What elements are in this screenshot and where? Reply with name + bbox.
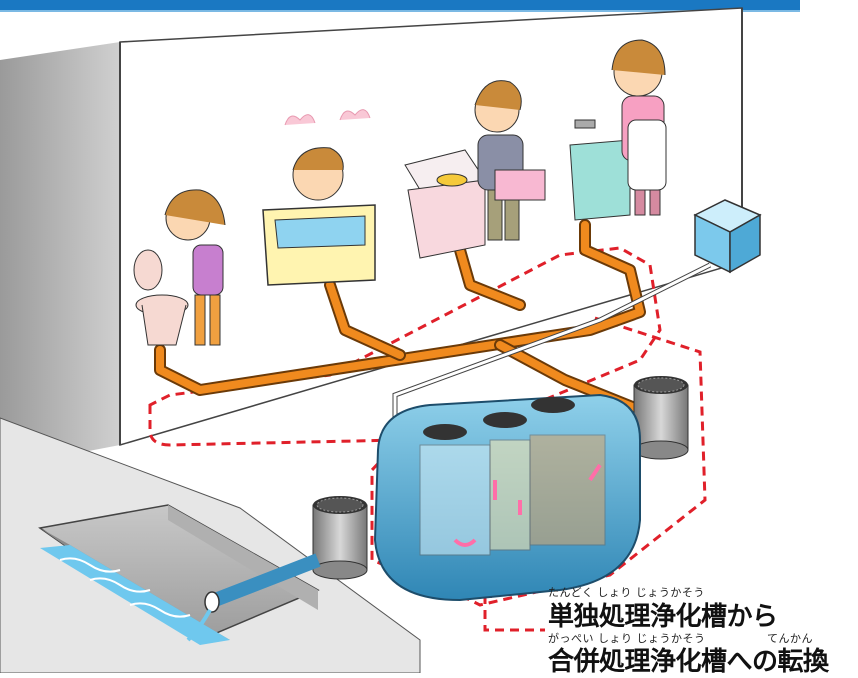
caption-line1-ruby: たんどく しょり じょうかそう xyxy=(548,586,705,599)
caption-line2: 合併処理浄化槽への転換 xyxy=(548,647,829,677)
person-man-laundry xyxy=(474,80,546,241)
dashed-boundary-new-system xyxy=(370,316,707,607)
person-woman-kitchen xyxy=(611,39,667,216)
header-bar xyxy=(0,0,800,10)
caption-line2-ruby: がっぺい しょり じょうかそう てんかん xyxy=(548,632,813,645)
kitchen-sink xyxy=(569,119,631,221)
person-girl-toilet xyxy=(164,189,226,346)
bathtub xyxy=(262,204,376,286)
dashed-arrow-line xyxy=(483,595,545,632)
drain-pipes xyxy=(154,219,656,441)
ditch-water xyxy=(40,545,230,645)
washing-machine xyxy=(404,149,486,259)
inspection-drum-left xyxy=(312,496,368,580)
dashed-boundary-old-system xyxy=(148,246,662,447)
outlet-pipe xyxy=(212,553,321,607)
person-bathing xyxy=(284,109,371,201)
inspection-drum-right xyxy=(633,376,689,460)
toilet xyxy=(133,249,189,346)
blower-box xyxy=(693,199,762,274)
septic-tank xyxy=(373,393,641,602)
caption-line1: 単独処理浄化槽から xyxy=(548,602,778,632)
